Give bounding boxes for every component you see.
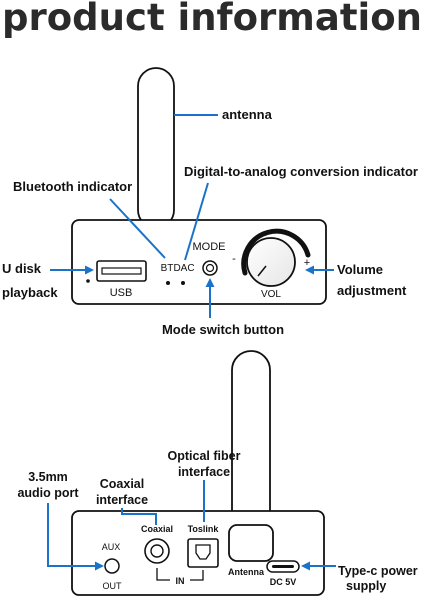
volume-minus: -	[232, 253, 236, 265]
in-label: IN	[176, 576, 185, 586]
usb-port-inner	[101, 267, 142, 275]
volume-knob	[246, 237, 296, 287]
label-coaxial-line1: Coaxial	[100, 477, 144, 491]
label-mode-switch: Mode switch button	[162, 322, 284, 337]
label-antenna: antenna	[222, 107, 273, 122]
usb-label: USB	[110, 287, 133, 299]
vol-label: VOL	[261, 289, 281, 300]
bt-label: BT	[161, 263, 174, 274]
label-u-disk-line1: U disk	[2, 261, 42, 276]
bottom-callouts: 3.5mm audio port Coaxial interface Optic…	[17, 449, 417, 593]
mode-label: MODE	[193, 241, 226, 253]
bottom-device-view: AUX OUT Coaxial Toslink IN Antenna DC 5V	[71, 350, 325, 596]
top-callouts: antenna Digital-to-analog conversion ind…	[2, 107, 418, 337]
bt-led	[166, 281, 170, 285]
coaxial-port-label: Coaxial	[141, 524, 173, 534]
label-typec-line1: Type-c power	[338, 564, 418, 578]
label-coaxial-line2: interface	[96, 493, 148, 507]
in-bracket	[156, 568, 204, 581]
usb-led-dot	[86, 279, 90, 283]
label-dac-indicator: Digital-to-analog conversion indicator	[184, 164, 418, 179]
out-label: OUT	[103, 581, 123, 591]
toslink-label: Toslink	[188, 524, 220, 534]
coaxial-port-inner	[150, 544, 164, 558]
label-optical-line2: interface	[178, 465, 230, 479]
antenna-base	[228, 524, 274, 562]
label-u-disk-line2: playback	[2, 285, 58, 300]
volume-knob-pointer	[257, 265, 267, 277]
label-volume-line1: Volume	[337, 262, 383, 277]
toslink-port-inner	[195, 544, 211, 560]
page-title: product information	[2, 0, 422, 39]
antenna-shape	[137, 67, 175, 229]
label-volume-line2: adjustment	[337, 283, 407, 298]
label-typec-line2: supply	[346, 579, 386, 593]
dc-label: DC 5V	[270, 577, 297, 587]
dac-led	[181, 281, 185, 285]
label-optical-line1: Optical fiber	[168, 449, 241, 463]
volume-scale-arc	[241, 228, 311, 276]
mode-button-inner	[205, 263, 215, 273]
label-bluetooth-indicator: Bluetooth indicator	[13, 179, 132, 194]
dac-label: DAC	[173, 263, 194, 274]
volume-plus: +	[304, 257, 310, 269]
top-device-view: USB BT DAC MODE - + VOL	[71, 67, 327, 305]
aux-label: AUX	[102, 542, 121, 552]
label-audio-port-line1: 3.5mm	[28, 470, 68, 484]
antenna-port-label: Antenna	[228, 567, 265, 577]
aux-port	[104, 558, 120, 574]
typec-port-inner	[272, 565, 294, 568]
label-audio-port-line2: audio port	[17, 486, 79, 500]
